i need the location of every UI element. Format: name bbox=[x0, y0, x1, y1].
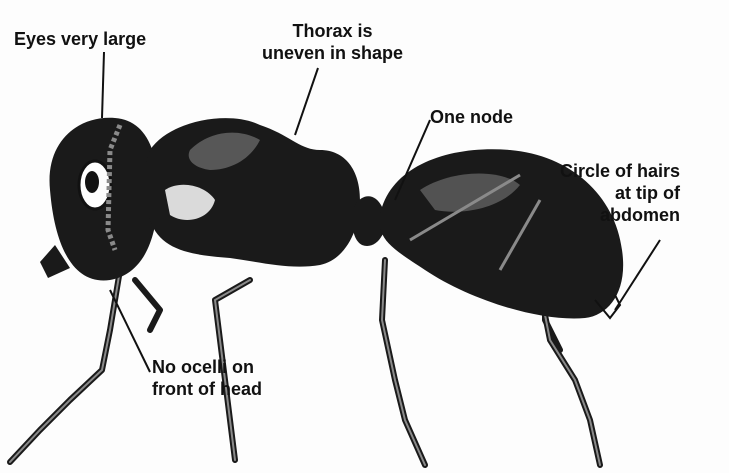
leader-thorax bbox=[295, 68, 318, 135]
hind-leg-1 bbox=[382, 260, 425, 465]
label-circle-of-hairs: Circle of hairs at tip of abdomen bbox=[560, 160, 680, 226]
label-thorax-uneven: Thorax is uneven in shape bbox=[262, 20, 403, 64]
label-no-ocelli: No ocelli on front of head bbox=[152, 356, 262, 400]
leader-eyes bbox=[102, 52, 104, 118]
leader-ocelli bbox=[110, 290, 150, 372]
label-eyes-very-large: Eyes very large bbox=[14, 28, 146, 50]
front-leg-2 bbox=[135, 280, 160, 330]
label-one-node: One node bbox=[430, 106, 513, 128]
